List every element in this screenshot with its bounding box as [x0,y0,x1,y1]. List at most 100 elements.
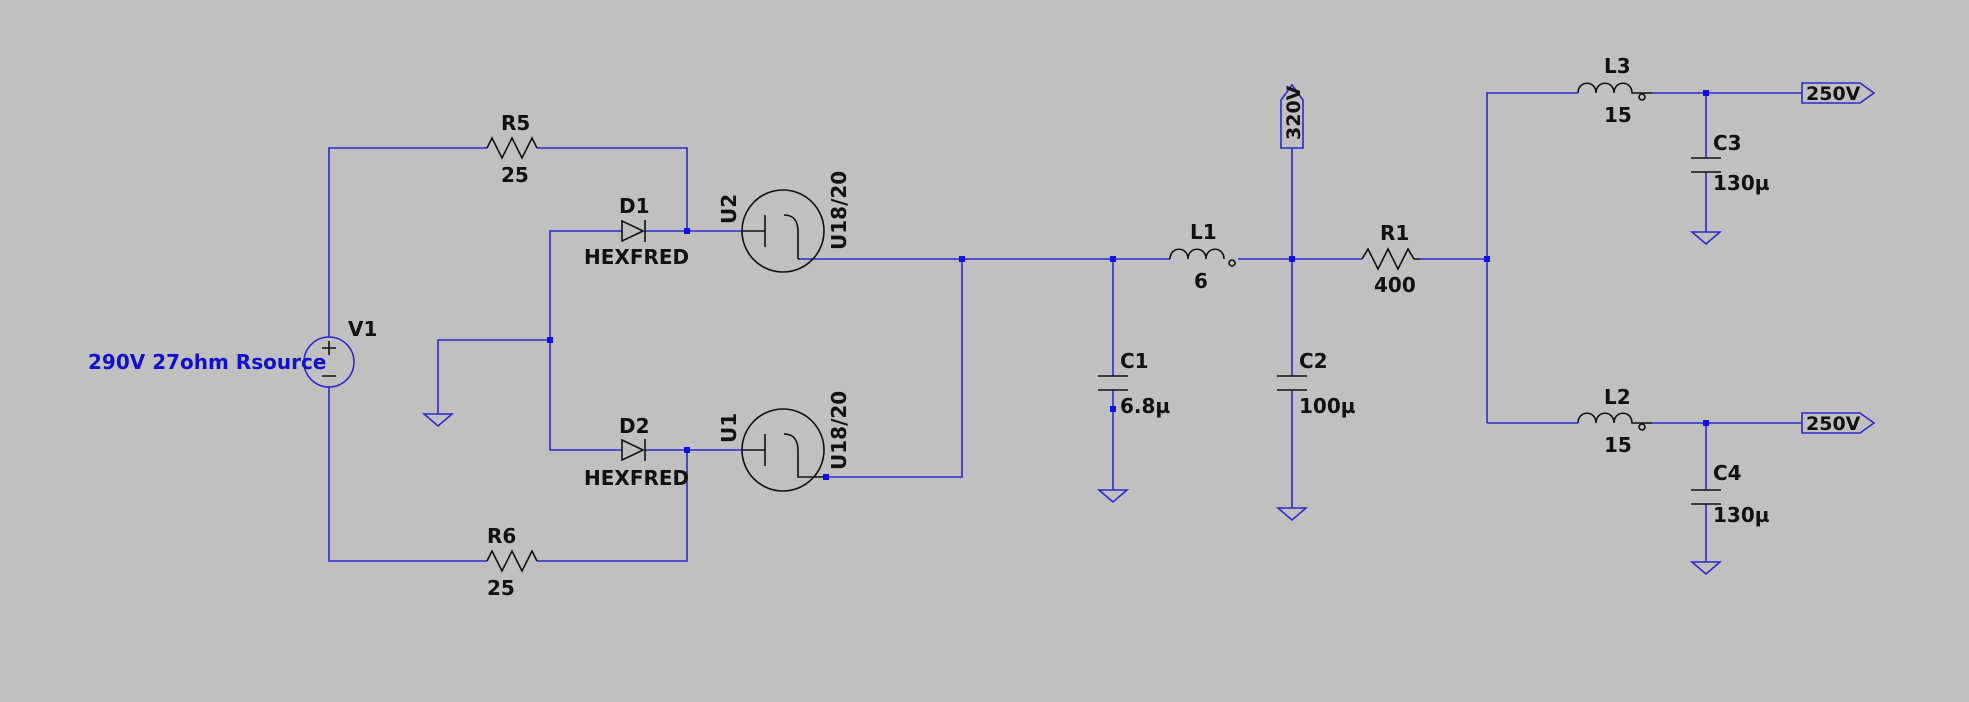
l2-ref: L2 [1604,385,1631,409]
ground-icon[interactable] [1689,231,1723,246]
tube-cathode-icon [783,433,826,478]
capacitor-icon [1691,157,1721,173]
u2-ref: U2 [717,194,741,224]
resistor-r1[interactable]: R1 400 [1361,221,1420,297]
wires [328,92,1802,562]
junction-dot [1289,256,1295,262]
inductor-l1[interactable]: L1 6 [1169,220,1236,293]
flag-250v-lower-label: 250V [1806,413,1861,435]
source-ref: V1 [348,317,377,341]
source-directive[interactable]: 290V 27ohm Rsource [88,350,326,374]
junction-dot [823,474,829,480]
inductor-icon [1577,82,1652,94]
inductor-l2[interactable]: L2 15 [1577,385,1652,457]
capacitor-icon [1277,375,1307,391]
diode-icon [621,219,646,243]
junction-dot [547,337,553,343]
d1-ref: D1 [619,194,650,218]
u2-model: U18/20 [827,171,851,250]
l3-value: 15 [1604,103,1632,127]
capacitor-c1[interactable]: C1 6.8µ [1098,349,1170,418]
r1-ref: R1 [1380,221,1409,245]
wire-split[interactable] [1486,92,1578,423]
ground-icon[interactable] [1275,507,1309,522]
inductor-icon [1169,248,1225,260]
wire-r5-right[interactable] [537,147,688,231]
c3-value: 130µ [1713,171,1770,195]
c4-value: 130µ [1713,503,1770,527]
d1-model: HEXFRED [584,245,689,269]
tube-plate-icon [743,215,766,247]
l1-value: 6 [1194,269,1208,293]
junction-dot [1484,256,1490,262]
resistor-icon [1361,247,1420,271]
c1-ref: C1 [1120,349,1149,373]
diode-icon [621,438,646,462]
inductor-icon [1577,412,1652,424]
r6-ref: R6 [487,524,516,548]
ground-icon[interactable] [1096,489,1130,504]
tube-plate-icon [743,434,766,466]
d2-model: HEXFRED [584,466,689,490]
phase-dot-icon [1228,259,1236,267]
ground-icon[interactable] [421,413,455,428]
resistor-r6[interactable]: R6 25 [486,524,538,600]
resistor-icon [486,549,538,573]
polarity-marks-icon [322,341,336,377]
vacuum-tube-icon [741,408,825,492]
junction-dot [1110,406,1116,412]
wire-v1-bottom[interactable] [328,387,487,562]
net-flag-250v-upper[interactable]: 250V [1801,82,1876,105]
capacitor-icon [1691,489,1721,505]
wire-gnd-left[interactable] [437,339,550,414]
junction-dot [684,228,690,234]
d2-ref: D2 [619,414,650,438]
junction-dot [959,256,965,262]
wire-u1-out[interactable] [826,259,963,478]
c3-ref: C3 [1713,131,1742,155]
flag-250v-upper-label: 250V [1806,83,1861,105]
wire-r6-right[interactable] [537,450,688,562]
u1-model: U18/20 [827,391,851,470]
resistor-r5[interactable]: R5 25 [486,111,538,187]
capacitor-icon [1098,375,1128,391]
u1-ref: U1 [717,413,741,443]
capacitor-c3[interactable]: C3 130µ [1691,131,1770,195]
vacuum-tube-icon [741,189,825,273]
l3-ref: L3 [1604,54,1631,78]
junction-dot [1110,256,1116,262]
phase-dot-icon [1638,423,1646,431]
junctions [547,90,1709,480]
junction-dot [1703,90,1709,96]
flag-arrow-icon [1801,412,1876,434]
c2-ref: C2 [1299,349,1328,373]
ground-icon[interactable] [1689,561,1723,576]
l1-ref: L1 [1190,220,1217,244]
r1-value: 400 [1374,273,1416,297]
capacitor-c4[interactable]: C4 130µ [1691,461,1770,527]
wire-v1-top[interactable] [328,147,487,337]
voltage-source-icon [303,336,355,388]
tube-u1[interactable]: U1 U18/20 [717,391,851,492]
c1-value: 6.8µ [1120,394,1170,418]
diode-d2[interactable]: D2 HEXFRED [584,414,689,490]
grounds [421,231,1723,576]
diode-d1[interactable]: D1 HEXFRED [584,194,689,269]
flag-arrow-icon [1801,82,1876,104]
r5-value: 25 [501,163,529,187]
r6-value: 25 [487,576,515,600]
junction-dot [684,447,690,453]
voltage-source-v1[interactable]: V1 290V 27ohm Rsource [88,317,377,388]
resistor-icon [486,136,538,160]
junction-dot [1703,420,1709,426]
c4-ref: C4 [1713,461,1742,485]
l2-value: 15 [1604,433,1632,457]
tube-cathode-icon [783,214,800,260]
capacitor-c2[interactable]: C2 100µ [1277,349,1356,418]
inductor-l3[interactable]: L3 15 [1577,54,1652,127]
net-flag-320v[interactable]: 320V [1280,83,1305,149]
net-flag-250v-lower[interactable]: 250V [1801,412,1876,435]
phase-dot-icon [1638,93,1646,101]
tube-u2[interactable]: U2 U18/20 [717,171,851,273]
